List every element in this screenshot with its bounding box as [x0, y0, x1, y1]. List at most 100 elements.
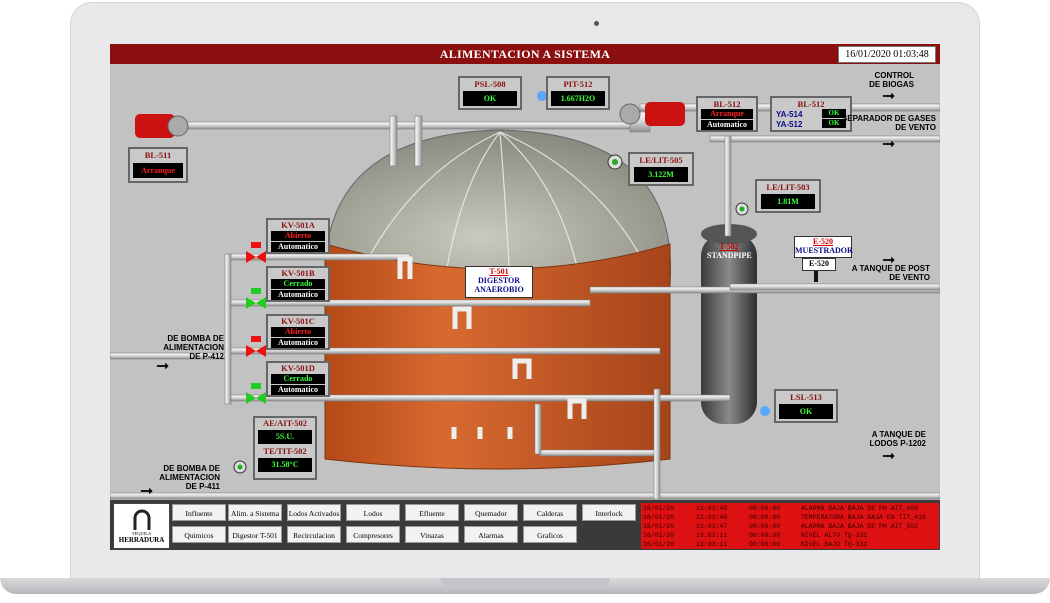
transmitter-pit512-icon — [537, 91, 547, 101]
separador-line2: DE VENTO — [895, 123, 936, 132]
bottom-navigation: TEQUILA HERRADURA Influente Alim. a Sist… — [110, 500, 940, 550]
alarm-duration: 00:00:00 — [749, 505, 781, 512]
ya514-value: OK — [822, 109, 846, 118]
t501-namebox: T-501 DIGESTOR ANAEROBIO — [465, 266, 533, 298]
e520-code: E-520 — [802, 258, 836, 271]
lelit505-panel[interactable]: LE/LIT-505 3.122M — [628, 152, 694, 186]
alarm-text: NIVEL BAJO TQ-331 — [801, 541, 868, 548]
logo-brand-name: HERRADURA — [118, 536, 165, 544]
bomba411-line2: DE P-411 — [185, 482, 220, 491]
valve-kv501c-icon[interactable] — [246, 336, 266, 357]
alarm-list[interactable]: 16/01/20 13:03:48 00:00:00 ALARMA BAJA B… — [641, 503, 939, 549]
alarm-row[interactable]: 16/01/20 13:03:47 00:00:00 ALARMA BAJA B… — [641, 522, 939, 531]
ya512-label: YA-512 — [776, 120, 803, 129]
kv501a-panel[interactable]: KV-501A Abierto Automatico — [266, 218, 330, 254]
tit502-tag: TE/TIT-502 — [263, 446, 307, 456]
nav-interlock[interactable]: Interlock — [582, 504, 636, 521]
ait502-tag: AE/AIT-502 — [262, 418, 308, 428]
alarm-row[interactable]: 16/01/20 13:03:11 00:00:00 NIVEL ALTO TQ… — [641, 531, 939, 540]
page-title: ALIMENTACION A SISTEMA — [439, 47, 611, 61]
nav-alarmas[interactable]: Alarmas — [464, 526, 518, 543]
bl512-panel[interactable]: BL-512 Arranque Automatico — [696, 96, 758, 132]
nav-calderas[interactable]: Calderas — [523, 504, 577, 521]
alarm-date: 16/01/20 — [643, 541, 675, 548]
blower-bl511-icon[interactable] — [135, 114, 189, 138]
bl512-status: Arranque — [701, 109, 753, 119]
blower-bl512-icon[interactable] — [619, 102, 685, 126]
tanque-lodos-line2: LODOS P-1202 — [869, 439, 926, 448]
nav-recirculacion[interactable]: Recirculacion — [287, 526, 341, 543]
alarm-time: 13:03:11 — [696, 532, 728, 539]
bl512-alarm-tag: BL-512 — [797, 99, 825, 109]
separador-label: SEPARADOR DE GASES DE VENTO — [810, 114, 936, 132]
alarm-date: 16/01/20 — [643, 505, 675, 512]
arrow-right-icon: ➞ — [140, 483, 154, 500]
nav-quemador[interactable]: Quemador — [464, 504, 518, 521]
nav-efluente[interactable]: Efluente — [405, 504, 459, 521]
horseshoe-icon — [133, 509, 150, 530]
kv501d-panel[interactable]: KV-501D Cerrado Automatico — [266, 361, 330, 397]
bomba412-line2: DE P-412 — [189, 352, 224, 361]
lelit503-tag: LE/LIT-503 — [766, 182, 810, 192]
alarm-date: 16/01/20 — [643, 514, 675, 521]
kv501c-tag: KV-501C — [281, 316, 315, 326]
pit512-panel[interactable]: PIT-512 1.667H2O — [546, 76, 610, 110]
control-biogas-line1: CONTROL — [874, 71, 914, 80]
tit502-value: 31.58°C — [258, 458, 312, 472]
psl508-panel[interactable]: PSL-508 OK — [458, 76, 522, 110]
nav-alim-sistema[interactable]: Alim. a Sistema — [228, 504, 282, 521]
alarm-text: ALARMA BAJA BAJA DE PH AIT_409 — [801, 505, 919, 512]
alarm-text: NIVEL ALTO TQ-331 — [801, 532, 868, 539]
tanque-post-label: A TANQUE DE POST DE VENTO — [810, 264, 930, 282]
t502-name: STANDPIPE — [707, 251, 752, 260]
nav-graficos[interactable]: Graficos — [523, 526, 577, 543]
valve-kv501a-icon[interactable] — [246, 242, 266, 263]
t502-namebox: T-502 STANDPIPE — [707, 242, 752, 262]
kv501d-mode: Automatico — [271, 385, 325, 395]
nav-digestor-t501[interactable]: Digestor T-501 — [228, 526, 282, 543]
kv501c-panel[interactable]: KV-501C Abierto Automatico — [266, 314, 330, 350]
alarm-time: 13:03:47 — [696, 523, 728, 530]
bl511-panel[interactable]: BL-511 Arranque — [128, 147, 188, 183]
separador-line1: SEPARADOR DE GASES — [841, 114, 936, 123]
tanque-lodos-label: A TANQUE DE LODOS P-1202 — [810, 430, 926, 448]
alarm-row[interactable]: 16/01/20 13:03:11 00:00:00 NIVEL BAJO TQ… — [641, 540, 939, 549]
e520-tag: E-520 — [813, 237, 833, 246]
lsl513-panel[interactable]: LSL-513 OK — [774, 389, 838, 423]
arrow-right-icon: ➞ — [882, 448, 896, 465]
nav-compresores[interactable]: Compresores — [346, 526, 400, 543]
ya512-value: OK — [822, 119, 846, 128]
alarm-text: ALARMA BAJA BAJA DE PH AIT_502 — [801, 523, 919, 530]
lsl513-value: OK — [779, 404, 833, 419]
nav-influente[interactable]: Influente — [172, 504, 226, 521]
bomba412-label: DE BOMBA DE ALIMENTACION DE P-412 — [114, 334, 224, 361]
bl512-alarm-panel[interactable]: BL-512 YA-514 YA-512 OK OK — [770, 96, 852, 132]
nav-vinazas[interactable]: Vinazas — [405, 526, 459, 543]
kv501a-mode: Automatico — [271, 242, 325, 252]
pit512-tag: PIT-512 — [563, 79, 593, 89]
alarm-row[interactable]: 16/01/20 13:03:48 00:00:00 ALARMA BAJA B… — [641, 504, 939, 513]
tanque-post-line1: A TANQUE DE POST — [851, 264, 930, 273]
ait502-tit502-panel[interactable]: AE/AIT-502 5S.U. TE/TIT-502 31.58°C — [253, 416, 317, 480]
valve-kv501b-icon[interactable] — [246, 288, 266, 309]
alarm-row[interactable]: 16/01/20 13:03:48 00:00:00 TEMPERATURA B… — [641, 513, 939, 522]
nav-quimicos[interactable]: Quimicos — [172, 526, 226, 543]
transmitter-tit502-icon — [233, 460, 247, 474]
nav-lodos-activados[interactable]: Lodos Activados — [287, 504, 341, 521]
alarm-duration: 00:00:00 — [749, 523, 781, 530]
bl512-mode: Automatico — [701, 120, 753, 130]
control-biogas-line2: DE BIOGAS — [869, 80, 914, 89]
kv501d-tag: KV-501D — [281, 363, 315, 373]
kv501b-panel[interactable]: KV-501B Cerrado Automatico — [266, 266, 330, 302]
lelit503-panel[interactable]: LE/LIT-503 1.81M — [755, 179, 821, 213]
nav-lodos[interactable]: Lodos — [346, 504, 400, 521]
alarm-time: 13:03:48 — [696, 514, 728, 521]
t501-name1: DIGESTOR — [477, 276, 521, 285]
kv501d-status: Cerrado — [271, 374, 325, 384]
e520-name: MUESTRADOR — [795, 246, 853, 255]
valve-kv501d-icon[interactable] — [246, 383, 266, 404]
kv501c-mode: Automatico — [271, 338, 325, 348]
laptop-notch — [440, 578, 610, 586]
control-biogas-label: CONTROL DE BIOGAS — [810, 71, 914, 89]
e520-stem — [814, 266, 818, 282]
